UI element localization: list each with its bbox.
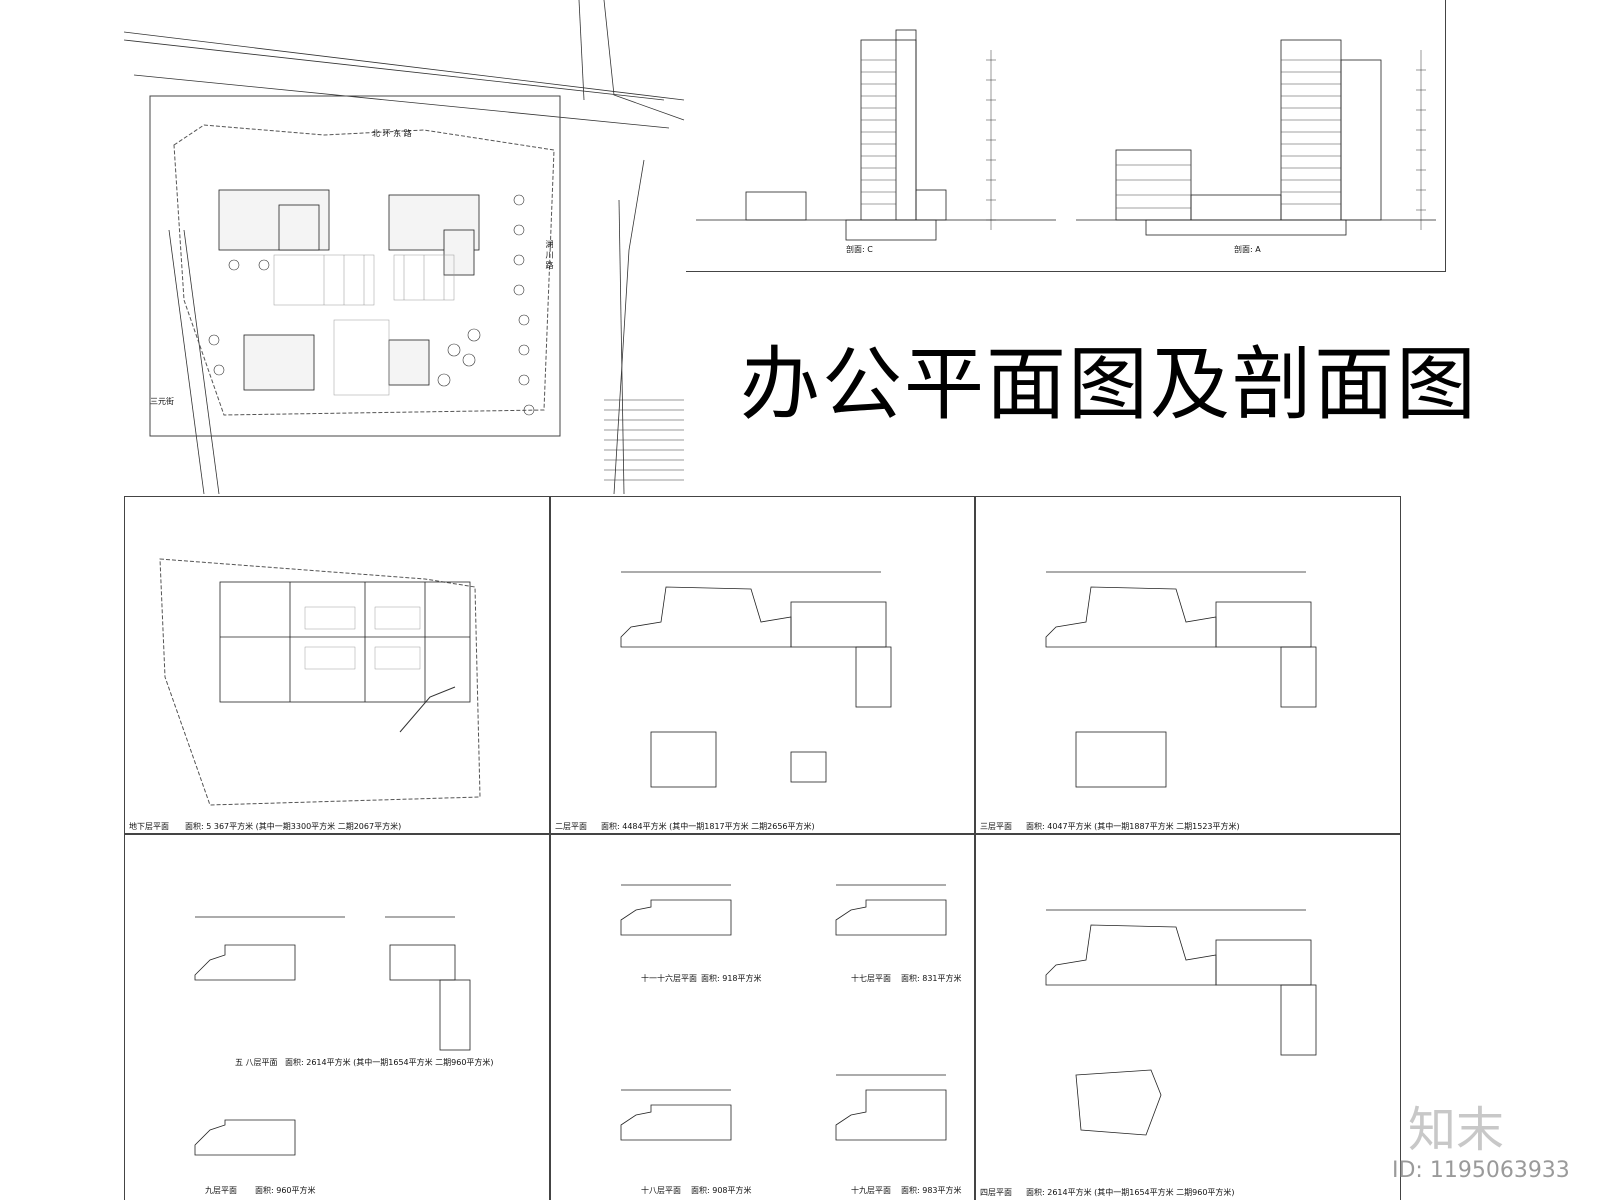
floor5-8-plan-drawing	[194, 916, 471, 1156]
road-label-top: 北 环 东 路	[372, 129, 412, 138]
page-title: 办公平面图及剖面图	[740, 338, 1478, 431]
floor5-8-plan-panel: 五 八层平面 面积: 2614平方米 (其中一期1654平方米 二期960平方米…	[124, 834, 550, 1200]
floor4-plan-panel: 四层平面 面积: 2614平方米 (其中一期1654平方米 二期960平方米)	[975, 834, 1401, 1200]
floor4-plan-area: 面积: 2614平方米 (其中一期1654平方米 二期960平方米)	[1026, 1188, 1235, 1197]
floor2-plan-area: 面积: 4484平方米 (其中一期1817平方米 二期2656平方米)	[601, 822, 815, 831]
floor5-8-plan-name: 五 八层平面	[235, 1058, 278, 1067]
floor4-plan-drawing	[1045, 909, 1317, 1136]
floor3-plan-area: 面积: 4047平方米 (其中一期1887平方米 二期1523平方米)	[1026, 822, 1240, 831]
floor9-plan-area: 面积: 960平方米	[255, 1186, 316, 1195]
section-a-panel: 剖面: A	[1066, 0, 1446, 272]
floor11-16-plan-area: 面积: 918平方米	[701, 974, 762, 983]
site-plan-drawing	[124, 0, 685, 494]
floor17-plan-name: 十七层平面	[851, 974, 891, 983]
floor4-plan-name: 四层平面	[980, 1188, 1012, 1197]
section-a-label: 剖面: A	[1234, 245, 1261, 254]
basement-plan-area: 面积: 5 367平方米 (其中一期3300平方米 二期2067平方米)	[185, 822, 402, 831]
basement-plan-name: 地下层平面	[129, 822, 169, 831]
road-label-left: 三元街	[150, 397, 174, 406]
floor2-plan-panel: 二层平面 面积: 4484平方米 (其中一期1817平方米 二期2656平方米)	[550, 496, 975, 834]
floor3-plan-panel: 三层平面 面积: 4047平方米 (其中一期1887平方米 二期1523平方米)	[975, 496, 1401, 834]
floor3-plan-drawing	[1045, 571, 1317, 788]
floor3-plan-name: 三层平面	[980, 822, 1012, 831]
floor11-16-plan-name: 十一十六层平面	[641, 974, 697, 983]
brand-logo: 知末	[1408, 1102, 1505, 1158]
floor18-plan-name: 十八层平面	[641, 1186, 681, 1195]
floor2-plan-drawing	[620, 571, 892, 788]
basement-plan-panel: 地下层平面 面积: 5 367平方米 (其中一期3300平方米 二期2067平方…	[124, 496, 550, 834]
floor19-plan-area: 面积: 983平方米	[901, 1186, 962, 1195]
road-label-right: 湖 川 路	[545, 240, 554, 270]
section-a-drawing	[1076, 39, 1436, 236]
floor5-8-plan-area: 面积: 2614平方米 (其中一期1654平方米 二期960平方米)	[285, 1058, 494, 1067]
section-c-drawing	[696, 29, 1056, 241]
section-c-panel: 剖面: C	[686, 0, 1067, 272]
site-plan-panel: 北 环 东 路 湖 川 路 三元街	[124, 0, 686, 494]
drawing-id: ID: 1195063933	[1392, 1158, 1570, 1183]
floor9-plan-name: 九层平面	[205, 1186, 237, 1195]
section-c-label: 剖面: C	[846, 245, 873, 254]
upper-floors-plan-panel: 十一十六层平面 面积: 918平方米 十七层平面 面积: 831平方米 十八层平…	[550, 834, 975, 1200]
floor18-plan-area: 面积: 908平方米	[691, 1186, 752, 1195]
floor2-plan-name: 二层平面	[555, 822, 587, 831]
floor17-plan-area: 面积: 831平方米	[901, 974, 962, 983]
upper-floors-plan-drawing	[620, 884, 947, 1141]
floor19-plan-name: 十九层平面	[851, 1186, 891, 1195]
basement-plan-drawing	[159, 558, 481, 806]
